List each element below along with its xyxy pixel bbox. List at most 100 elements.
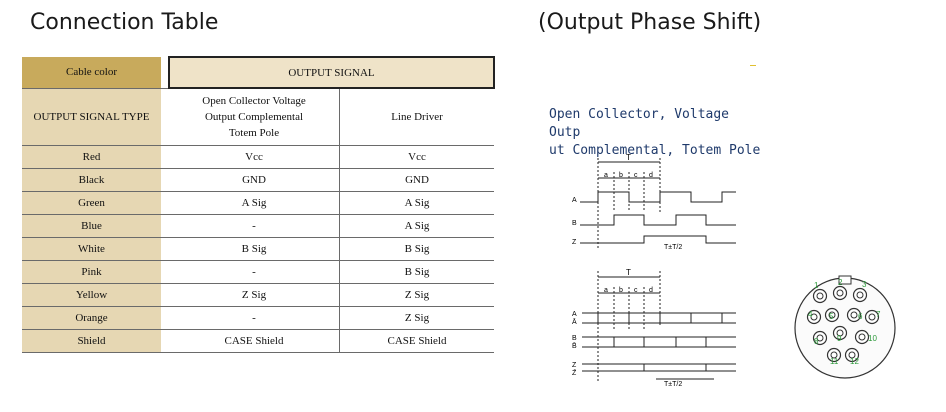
period-label: T <box>626 268 631 277</box>
output-signal-header: OUTPUT SIGNAL <box>168 56 495 89</box>
open-collector-header: Open Collector Voltage Output Complement… <box>169 88 340 146</box>
segment-a-label: a <box>604 172 608 179</box>
line-driver-cell: A Sig <box>339 191 494 215</box>
channel-z-inverse-label: Z̄ <box>572 369 577 377</box>
connector-pin <box>832 325 848 341</box>
connector-pin-inner <box>848 351 856 359</box>
connector-pin-label: 3 <box>862 280 867 289</box>
connector-pin-label: 10 <box>868 334 877 343</box>
segment-a-label: a <box>604 287 608 294</box>
table-row: Orange-Z Sig <box>22 306 494 330</box>
table-row: Blue-A Sig <box>22 214 494 238</box>
cable-color-cell: Orange <box>22 306 161 330</box>
connector-pin-label: 12 <box>850 357 859 366</box>
phase-note: Open Collector, Voltage Outp ut Compleme… <box>549 107 761 158</box>
connector-pin <box>852 287 868 303</box>
channel-z-label: Z <box>572 362 577 369</box>
connector-pin-label: 1 <box>814 281 819 290</box>
timing-diagram-open-collector: T a b c d A B Z T±T/2 <box>572 153 736 251</box>
connector-pin-label: 9 <box>837 334 842 343</box>
open-collector-cell: GND <box>169 168 340 192</box>
open-collector-cell: - <box>169 260 340 284</box>
channel-b-label: B <box>572 335 577 342</box>
connector-pin-label: 6 <box>858 312 863 321</box>
connector-pin-label: 8 <box>814 337 819 346</box>
output-signal-type-label: OUTPUT SIGNAL TYPE <box>22 88 161 146</box>
open-collector-cell: Vcc <box>169 145 340 169</box>
line-driver-cell: Z Sig <box>339 306 494 330</box>
connector-pin-inner <box>868 313 876 321</box>
connector-pin <box>832 285 848 301</box>
cable-color-cell: Blue <box>22 214 161 238</box>
channel-a-inverse-label: Ā <box>572 318 577 326</box>
z-width-label: T±T/2 <box>664 244 682 251</box>
connector-pin <box>854 329 870 345</box>
connector-pin-inner <box>856 291 864 299</box>
connector-pin <box>812 330 828 346</box>
connector-pin <box>846 307 862 323</box>
table-row: Pink-B Sig <box>22 260 494 284</box>
channel-b-label: B <box>572 220 577 227</box>
connector-pin-label: 7 <box>876 310 881 319</box>
cable-color-header: Cable color <box>22 57 161 89</box>
line-driver-cell: Z Sig <box>339 283 494 307</box>
channel-b-inverse-label: B̄ <box>572 342 577 350</box>
segment-b-label: b <box>619 172 623 179</box>
line-driver-cell: B Sig <box>339 237 494 261</box>
connector-pin-label: 4 <box>808 310 813 319</box>
cable-color-cell: Black <box>22 168 161 192</box>
channel-a-label: A <box>572 197 577 204</box>
connection-table: Cable color OUTPUT SIGNAL OUTPUT SIGNAL … <box>22 56 495 353</box>
connector-pin-inner <box>828 311 836 319</box>
z-width-label: T±T/2 <box>664 381 682 388</box>
connector-pin <box>812 288 828 304</box>
connector-pin-inner <box>830 351 838 359</box>
line-driver-cell: GND <box>339 168 494 192</box>
segment-c-label: c <box>634 287 638 294</box>
line-driver-cell: CASE Shield <box>339 329 494 353</box>
open-collector-cell: - <box>169 214 340 238</box>
cable-color-cell: Green <box>22 191 161 215</box>
cable-color-cell: Pink <box>22 260 161 284</box>
cable-color-cell: Shield <box>22 329 161 353</box>
connector-pin <box>864 309 880 325</box>
line-driver-cell: A Sig <box>339 214 494 238</box>
open-collector-cell: Z Sig <box>169 283 340 307</box>
open-collector-cell: CASE Shield <box>169 329 340 353</box>
connector-pin-inner <box>836 289 844 297</box>
cable-color-cell: Yellow <box>22 283 161 307</box>
connector-pin <box>806 309 822 325</box>
line-driver-header: Line Driver <box>339 88 494 146</box>
connector-pin-inner <box>858 333 866 341</box>
cable-color-cell: White <box>22 237 161 261</box>
timing-diagram-line-driver: T a b c d A Ā B B̄ Z Z̄ T±T/2 <box>572 268 736 388</box>
connector-pin <box>824 307 840 323</box>
connector-pin-inner <box>850 311 858 319</box>
cable-color-cell: Red <box>22 145 161 169</box>
open-collector-cell: - <box>169 306 340 330</box>
segment-c-label: c <box>634 172 638 179</box>
segment-d-label: d <box>649 172 653 179</box>
line-driver-cell: B Sig <box>339 260 494 284</box>
segment-d-label: d <box>649 287 653 294</box>
connector-pin-inner <box>836 329 844 337</box>
channel-z-label: Z <box>572 239 577 246</box>
connector-pin <box>844 347 860 363</box>
connection-table-title: Connection Table <box>30 10 219 35</box>
segment-b-label: b <box>619 287 623 294</box>
channel-a-label: A <box>572 311 577 318</box>
connector-pin-inner <box>810 313 818 321</box>
connector-pin-inner <box>816 334 824 342</box>
connector-pin-inner <box>816 292 824 300</box>
output-phase-shift-title: (Output Phase Shift) <box>538 10 762 35</box>
period-label: T <box>626 153 631 162</box>
connector-pin <box>826 347 842 363</box>
connector-pin-label: 5 <box>829 312 834 321</box>
